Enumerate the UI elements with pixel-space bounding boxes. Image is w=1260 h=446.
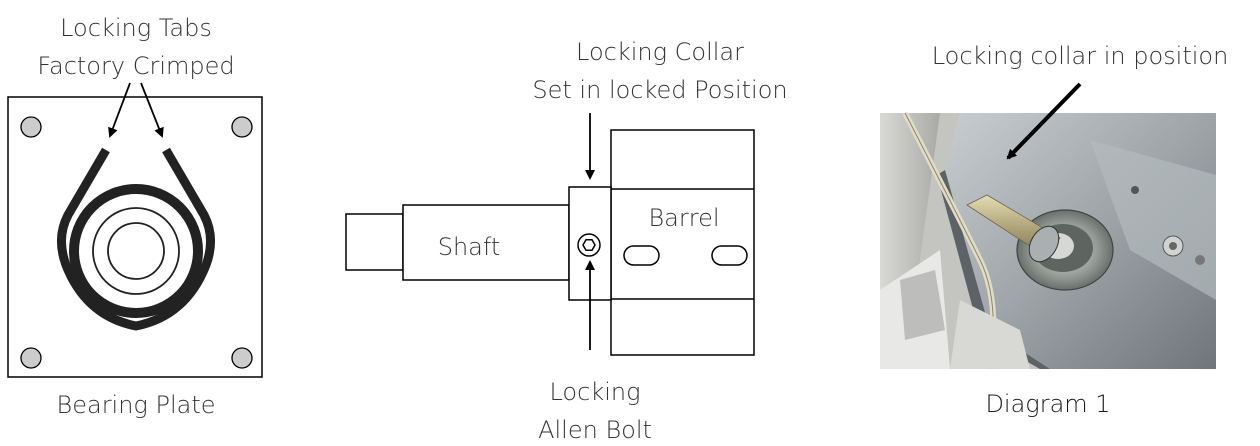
collar-photo	[880, 111, 1216, 370]
mounting-hole-top-left	[20, 116, 42, 138]
mounting-hole-top-right	[231, 116, 253, 138]
shaft-label: Shaft	[438, 233, 501, 261]
barrel-slot-left	[623, 245, 660, 266]
bearing-plate	[7, 96, 263, 378]
tabs-arrow-left	[108, 82, 131, 138]
mounting-hole-bottom-left	[20, 347, 42, 369]
tabs-label-line2: Factory Crimped	[37, 52, 234, 80]
photo-callout-arrow	[1006, 82, 1082, 160]
shaft-assembly-figure: Locking Collar Set in locked Position Ba…	[345, 38, 788, 444]
tabs-label-line1: Locking Tabs	[60, 14, 212, 42]
allen-bolt-socket-icon	[582, 239, 596, 251]
bolt-label-line2: Allen Bolt	[538, 416, 652, 444]
bearing-outer-ring	[69, 184, 203, 318]
bearing-plate-label: Bearing Plate	[57, 391, 216, 419]
collar-label-line2: Set in locked Position	[532, 76, 787, 104]
tabs-arrow-right	[140, 82, 164, 138]
barrel-label: Barrel	[648, 204, 719, 232]
bolt-label-line1: Locking	[549, 378, 640, 406]
bearing-plate-figure: Locking Tabs Factory Crimped Bearing Pla…	[7, 14, 263, 419]
locking-tabs-crimp	[57, 147, 215, 331]
photo-figure: Locking collar in position	[880, 42, 1228, 418]
photo-caption: Diagram 1	[985, 390, 1110, 418]
bearing-bore	[107, 222, 165, 280]
photo-callout-label: Locking collar in position	[932, 42, 1229, 70]
barrel	[610, 129, 755, 356]
bearing-inner-ring	[92, 207, 180, 295]
collar-label-line1: Locking Collar	[576, 38, 744, 66]
barrel-slot-right	[711, 245, 748, 266]
shaft-end-stub	[345, 213, 404, 271]
mounting-hole-bottom-right	[231, 347, 253, 369]
